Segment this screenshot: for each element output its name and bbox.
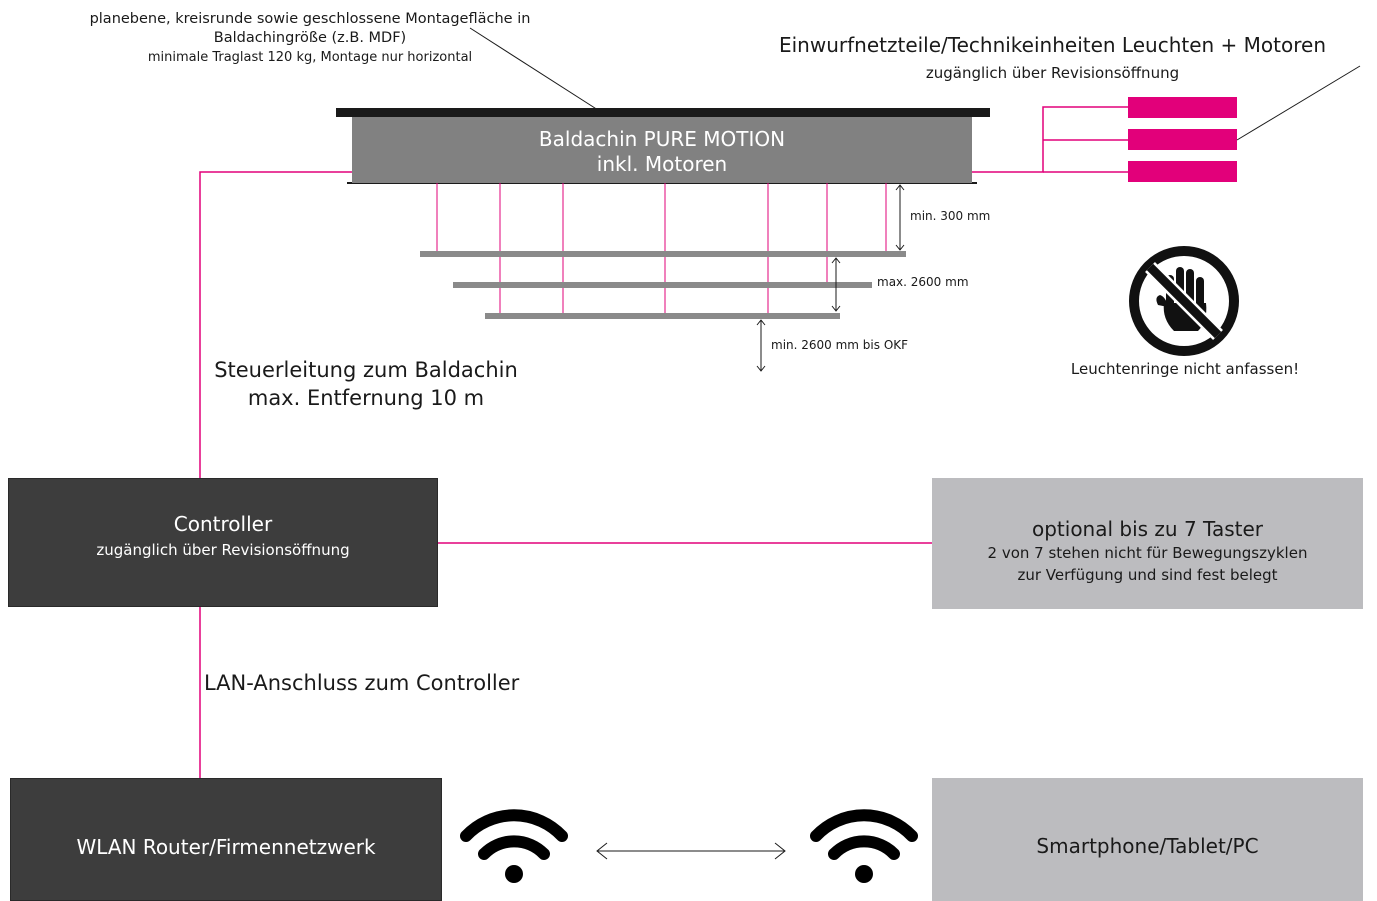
control-cable-label: Steuerleitung zum Baldachin max. Entfern… — [200, 356, 532, 412]
dimension-arrow-max-travel — [831, 257, 841, 312]
devices-box: Smartphone/Tablet/PC — [932, 778, 1363, 901]
buttons-line2: 2 von 7 stehen nicht für Bewegungszyklen — [987, 544, 1308, 562]
controller-subtitle: zugänglich über Revisionsöffnung — [96, 541, 350, 559]
suspension-wires — [436, 183, 887, 316]
power-unit-1 — [1128, 97, 1237, 118]
controller-box: Controller zugänglich über Revisionsöffn… — [8, 478, 438, 607]
dimension-max-travel-label: max. 2600 mm — [877, 275, 969, 289]
mounting-plate — [336, 108, 990, 117]
mounting-note-line1: planebene, kreisrunde sowie geschlossene… — [89, 11, 531, 27]
power-unit-3 — [1128, 161, 1237, 182]
control-cable-line1: Steuerleitung zum Baldachin — [214, 358, 518, 382]
power-unit-2 — [1128, 129, 1237, 150]
light-ring-1 — [420, 251, 906, 257]
light-ring-2 — [453, 282, 872, 288]
canopy: Baldachin PURE MOTION inkl. Motoren — [352, 117, 972, 183]
control-cable-line — [199, 171, 352, 478]
router-box: WLAN Router/Firmennetzwerk — [10, 778, 442, 901]
control-cable-line2: max. Entfernung 10 m — [247, 386, 485, 410]
buttons-box: optional bis zu 7 Taster 2 von 7 stehen … — [932, 478, 1363, 609]
devices-label: Smartphone/Tablet/PC — [1036, 834, 1259, 858]
lan-label: LAN-Anschluss zum Controller — [204, 671, 520, 695]
mounting-note-line3: minimale Traglast 120 kg, Montage nur ho… — [147, 50, 473, 65]
mounting-note-line2: Baldachingröße (z.B. MDF) — [213, 30, 407, 46]
power-units-label: Einwurfnetzteile/Technikeinheiten Leucht… — [735, 32, 1370, 84]
dimension-arrow-min-floor — [756, 319, 766, 372]
power-units-subtitle: zugänglich über Revisionsöffnung — [925, 64, 1180, 82]
do-not-touch-icon — [1128, 245, 1240, 357]
dimension-min-top-label: min. 300 mm — [910, 209, 991, 223]
buttons-line3: zur Verfügung und sind fest belegt — [1017, 566, 1278, 584]
dimension-arrow-min-top — [895, 184, 905, 251]
canopy-line2: inkl. Motoren — [596, 152, 728, 176]
canopy-line1: Baldachin PURE MOTION — [538, 127, 786, 151]
mounting-note: planebene, kreisrunde sowie geschlossene… — [20, 10, 600, 67]
controller-title: Controller — [173, 512, 273, 536]
power-pointer-line — [1236, 65, 1361, 141]
mounting-pointer-line — [469, 27, 599, 111]
connection-arrow — [596, 842, 786, 860]
light-ring-3 — [485, 313, 840, 319]
buttons-title: optional bis zu 7 Taster — [1031, 517, 1263, 541]
wifi-icon — [810, 800, 918, 886]
wifi-icon — [460, 800, 568, 886]
power-units-title: Einwurfnetzteile/Technikeinheiten Leucht… — [778, 33, 1326, 57]
router-label: WLAN Router/Firmennetzwerk — [76, 835, 376, 859]
dimension-min-floor-label: min. 2600 mm bis OKF — [771, 338, 909, 352]
warning-label: Leuchtenringe nicht anfassen! — [1070, 360, 1300, 378]
